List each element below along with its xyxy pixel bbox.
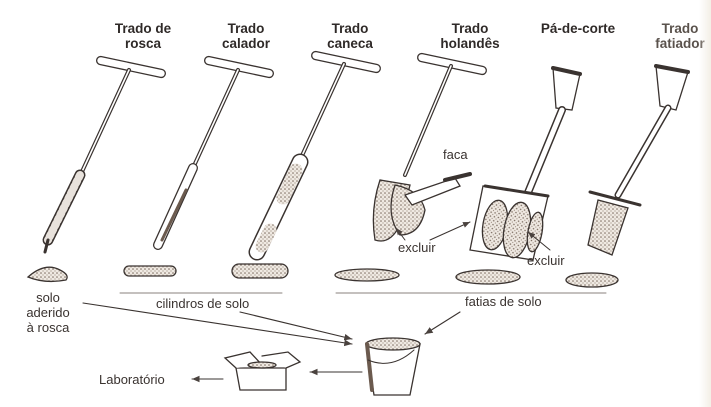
- label-faca: faca: [443, 147, 468, 162]
- title-trado-rosca: Trado de rosca: [114, 21, 172, 51]
- label-laboratorio: Laboratório: [99, 372, 165, 387]
- title-trado-fatiador: Trado fatiador: [655, 21, 705, 51]
- label-fatias-de-solo: fatias de solo: [465, 294, 542, 309]
- box-icon: [223, 351, 302, 391]
- trado-caneca-drawing: [248, 50, 381, 261]
- title-trado-caneca: Trado caneca: [327, 21, 373, 51]
- label-excluir-pa: excluir: [527, 253, 565, 268]
- trado-holandes-drawing: [372, 52, 487, 242]
- trado-calador-drawing: [153, 55, 274, 250]
- label-cilindros-de-solo: cilindros de solo: [156, 296, 250, 311]
- title-trado-calador: Trado calador: [221, 21, 271, 51]
- soil-cylinder-sample: [123, 265, 177, 277]
- trado-rosca-drawing: [42, 55, 166, 254]
- label-excluir-holandes: excluir: [398, 240, 436, 255]
- label-solo-aderido: solo aderido à rosca: [26, 290, 70, 335]
- soil-slice-sample: [565, 272, 619, 288]
- title-trado-holandes: Trado holandês: [440, 21, 500, 51]
- soil-slice-sample: [334, 268, 400, 282]
- bucket-icon: [365, 337, 421, 396]
- soil-adhered-sample: [26, 266, 68, 283]
- pa-de-corte-drawing: [469, 66, 582, 261]
- page-edge-shadow: [699, 0, 711, 407]
- soil-slice-sample: [455, 269, 521, 285]
- title-pa-de-corte: Pá-de-corte: [540, 21, 616, 36]
- trado-fatiador-drawing: [587, 64, 690, 256]
- soil-cylinder-sample: [231, 263, 289, 279]
